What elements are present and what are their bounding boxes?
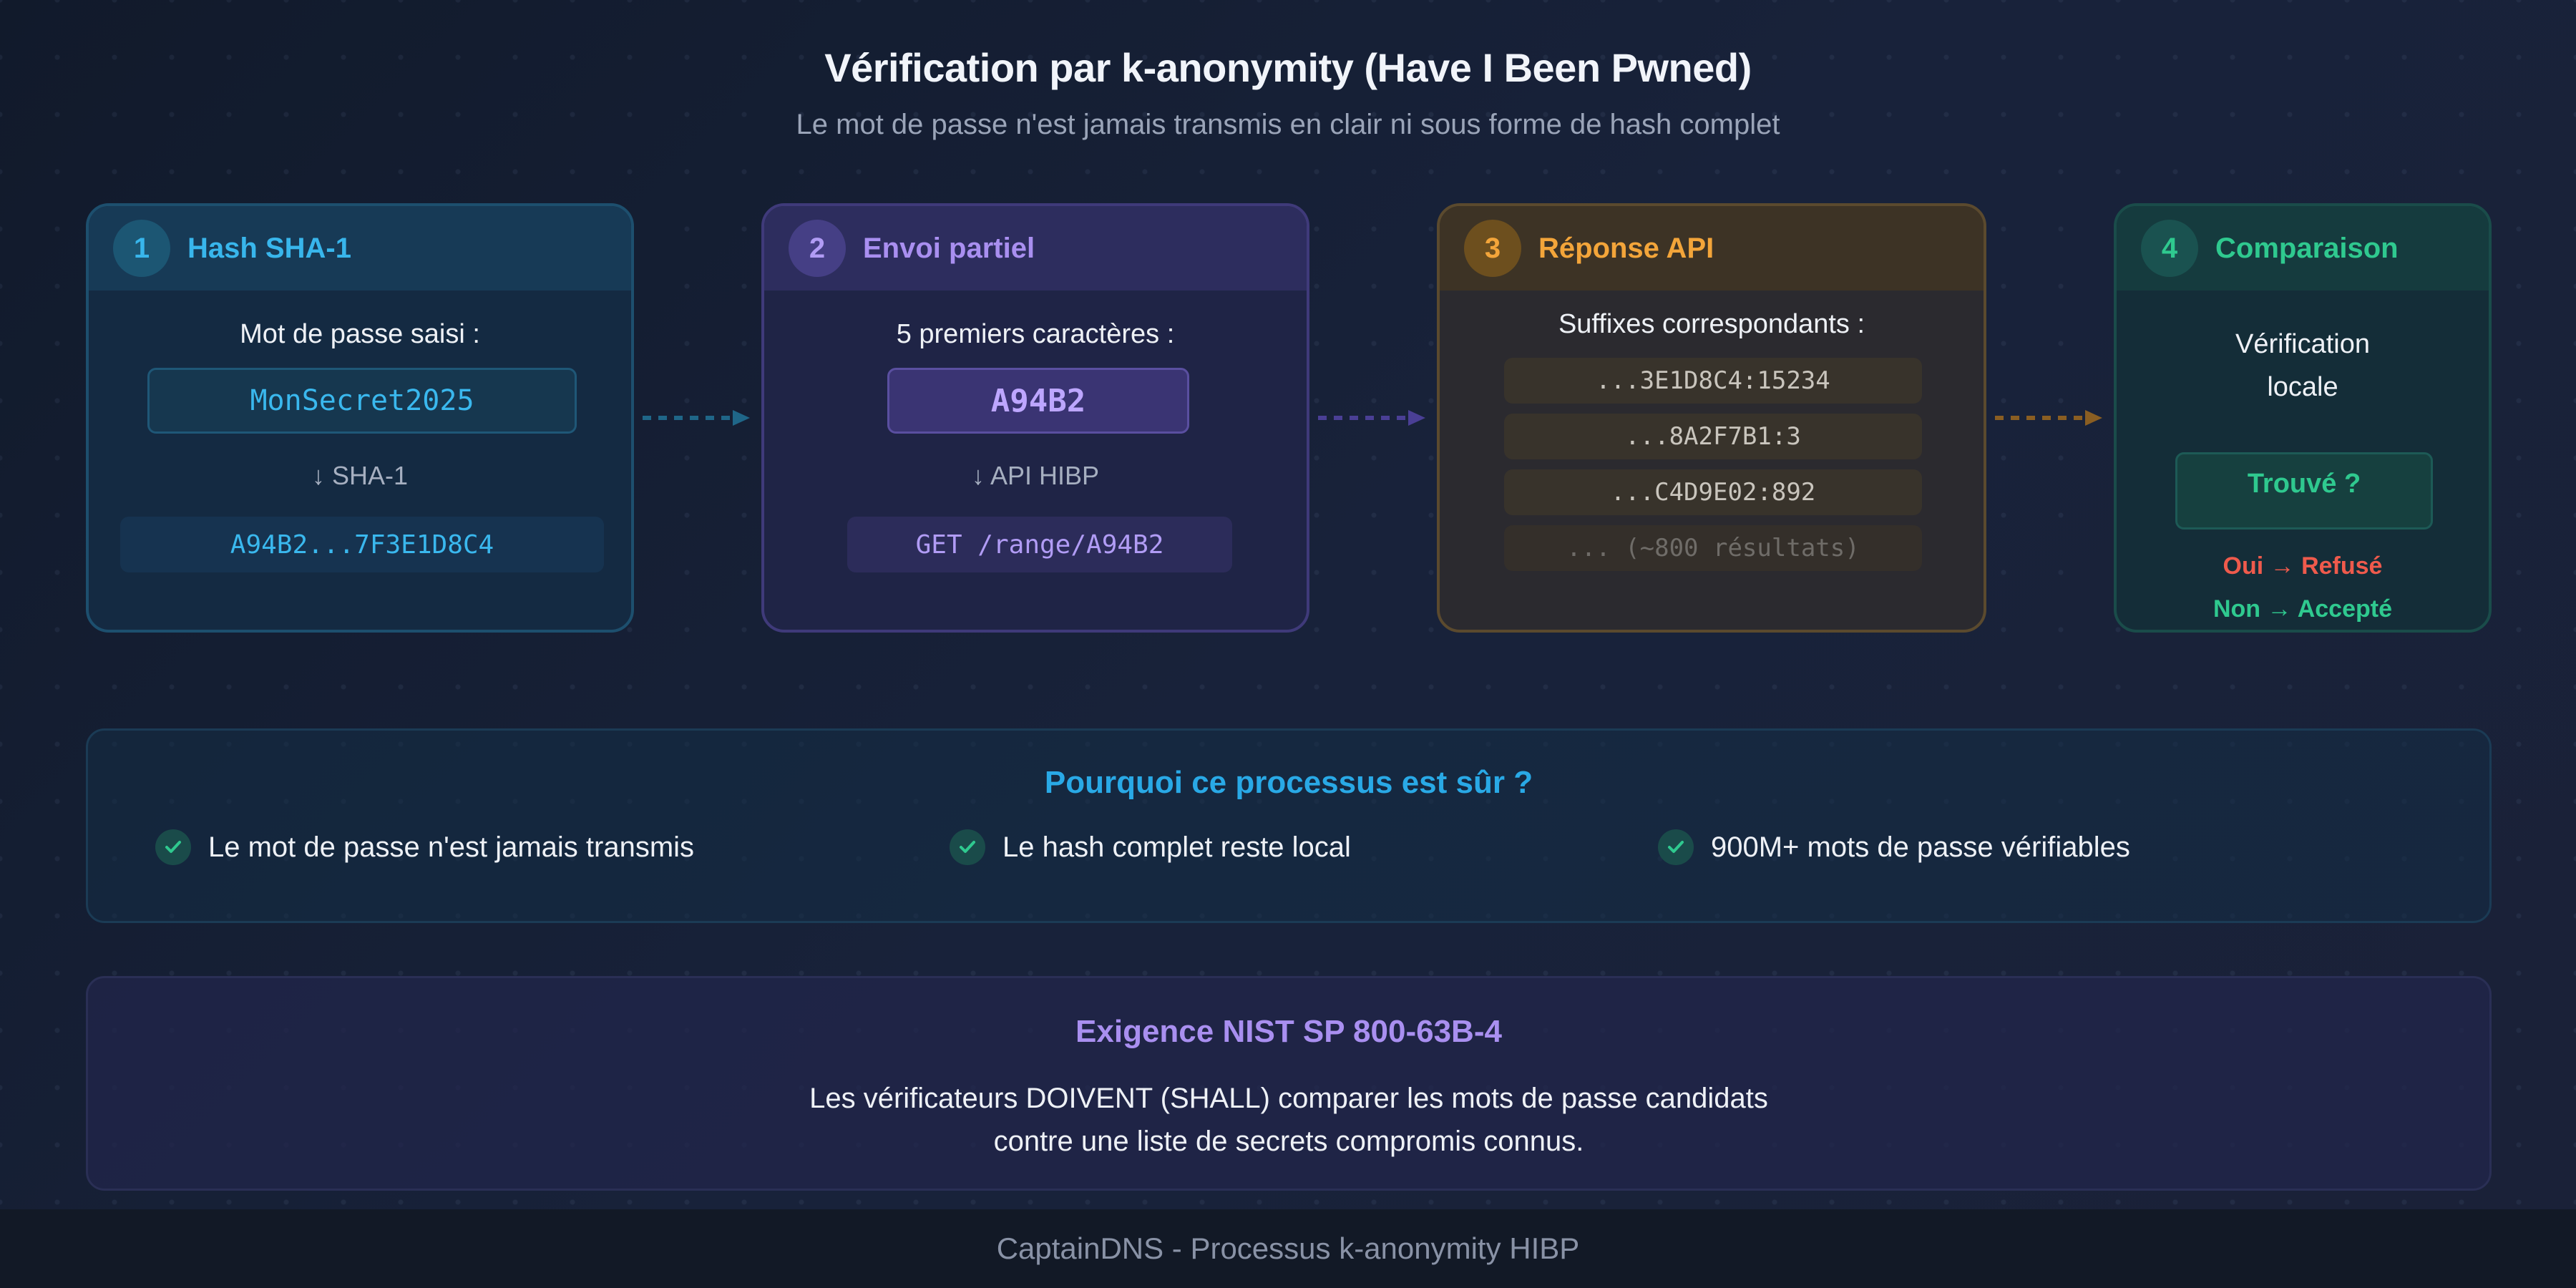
password-value: MonSecret2025 (147, 368, 577, 434)
api-transform-label: ↓ API HIBP (971, 461, 1100, 490)
safety-item-label: 900M+ mots de passe vérifiables (1711, 831, 2130, 863)
suffix-row: ...3E1D8C4:15234 (1504, 358, 1922, 404)
page-subtitle: Le mot de passe n'est jamais transmis en… (796, 109, 1780, 140)
check-icon (155, 829, 191, 865)
safety-panel: Pourquoi ce processus est sûr ? Le mot d… (86, 728, 2492, 923)
step-card-api-response: 3 Réponse API Suffixes correspondants : … (1437, 203, 1986, 633)
step-title: Hash SHA-1 (187, 232, 351, 264)
safety-item: 900M+ mots de passe vérifiables (1658, 829, 2130, 865)
nist-panel: Exigence NIST SP 800-63B-4 Les vérificat… (86, 976, 2492, 1191)
suffix-row: ...C4D9E02:892 (1504, 469, 1922, 515)
hash-prefix-value: A94B2 (887, 368, 1189, 434)
sha1-transform-label: ↓ SHA-1 (311, 461, 409, 490)
footer-credit: CaptainDNS - Processus k-anonymity HIBP (0, 1209, 2576, 1288)
step-card-header: 3 Réponse API (1440, 206, 1984, 291)
step-number-badge: 3 (1464, 220, 1521, 277)
hash-value: A94B2...7F3E1D8C4 (120, 517, 604, 572)
dashed-arrow-right-icon (1995, 410, 2102, 426)
suffix-row: ...8A2F7B1:3 (1504, 414, 1922, 459)
step-card-comparison: 4 Comparaison Vérification locale Trouvé… (2114, 203, 2492, 633)
found-question: Trouvé ? (2175, 452, 2433, 530)
local-check-label-line1: Vérification (2235, 329, 2370, 359)
step-card-body: Vérification locale Trouvé ? Oui → Refus… (2117, 291, 2489, 630)
safety-title: Pourquoi ce processus est sûr ? (1044, 765, 1533, 800)
suffixes-label: Suffixes correspondants : (1558, 309, 1865, 339)
prefix-label: 5 premiers caractères : (896, 319, 1175, 349)
api-request: GET /range/A94B2 (847, 517, 1232, 572)
step-title: Envoi partiel (863, 232, 1035, 264)
check-icon (950, 829, 985, 865)
step-title: Comparaison (2215, 232, 2399, 264)
nist-title: Exigence NIST SP 800-63B-4 (1075, 1014, 1502, 1049)
step-card-body: Suffixes correspondants : ...3E1D8C4:152… (1440, 291, 1984, 630)
nist-text: Les vérificateurs DOIVENT (SHALL) compar… (88, 1077, 2489, 1163)
step-card-header: 4 Comparaison (2117, 206, 2489, 291)
step-number-badge: 4 (2141, 220, 2198, 277)
safety-item-label: Le mot de passe n'est jamais transmis (208, 831, 695, 863)
suffix-row-more: ... (~800 résultats) (1504, 525, 1922, 571)
step-number-badge: 2 (789, 220, 846, 277)
result-refused: Oui → Refusé (2223, 552, 2383, 580)
password-label: Mot de passe saisi : (240, 319, 480, 349)
nist-text-line1: Les vérificateurs DOIVENT (SHALL) compar… (809, 1083, 1768, 1114)
safety-item: Le hash complet reste local (950, 829, 1351, 865)
step-card-hash: 1 Hash SHA-1 Mot de passe saisi : MonSec… (86, 203, 634, 633)
result-accepted: Non → Accepté (2212, 595, 2392, 623)
dashed-arrow-right-icon (1318, 410, 1425, 426)
check-icon (1658, 829, 1694, 865)
safety-item: Le mot de passe n'est jamais transmis (155, 829, 694, 865)
step-card-header: 2 Envoi partiel (764, 206, 1307, 291)
page-title: Vérification par k-anonymity (Have I Bee… (824, 45, 1752, 90)
safety-item-label: Le hash complet reste local (1002, 831, 1351, 863)
step-card-header: 1 Hash SHA-1 (89, 206, 631, 291)
step-card-body: 5 premiers caractères : A94B2 ↓ API HIBP… (764, 291, 1307, 630)
dashed-arrow-right-icon (643, 410, 750, 426)
step-title: Réponse API (1538, 232, 1714, 264)
step-number-badge: 1 (113, 220, 170, 277)
step-card-partial-send: 2 Envoi partiel 5 premiers caractères : … (761, 203, 1309, 633)
nist-text-line2: contre une liste de secrets compromis co… (993, 1126, 1584, 1157)
local-check-label-line2: locale (2267, 372, 2338, 402)
step-card-body: Mot de passe saisi : MonSecret2025 ↓ SHA… (89, 291, 631, 630)
